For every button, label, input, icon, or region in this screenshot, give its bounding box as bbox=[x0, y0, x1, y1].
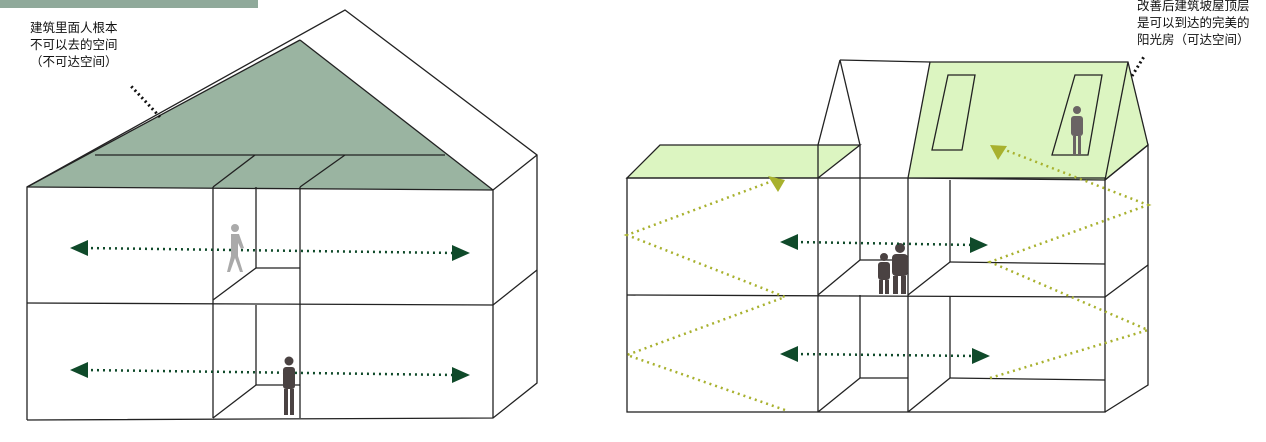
header-banner bbox=[0, 0, 258, 8]
label-line: 改善后建筑坡屋顶层 bbox=[1137, 0, 1250, 13]
arrow-right-icon bbox=[452, 367, 470, 383]
callout-leader bbox=[1130, 54, 1147, 77]
arrow-right-icon bbox=[972, 348, 990, 364]
arrow-left-icon bbox=[780, 234, 798, 250]
arrow-left-icon bbox=[70, 240, 88, 256]
left-rooftop-terrace bbox=[625, 144, 862, 179]
standing-person-icon bbox=[283, 356, 295, 415]
walking-person-icon bbox=[227, 224, 244, 272]
inaccessible-attic bbox=[27, 40, 493, 190]
arrow-right-icon bbox=[452, 245, 470, 261]
right-house bbox=[623, 54, 1152, 413]
elderly-couple-icon bbox=[878, 243, 908, 294]
label-line: 建筑里面人根本 bbox=[30, 20, 118, 35]
arrow-left-icon bbox=[780, 346, 798, 362]
zigzag-arrow-icon bbox=[768, 176, 785, 192]
arrow-right-icon bbox=[970, 237, 988, 253]
zigzag-arrow-icon bbox=[990, 145, 1007, 160]
label-line: 是可以到达的完美的 bbox=[1137, 15, 1250, 30]
inaccessible-space-label: 建筑里面人根本 不可以去的空间 （不可达空间） bbox=[30, 19, 118, 70]
label-line: （不可达空间） bbox=[30, 54, 118, 69]
accessible-sunroom bbox=[907, 61, 1149, 181]
accessible-space-label: 改善后建筑坡屋顶层 是可以到达的完美的 阳光房（可达空间） bbox=[1137, 0, 1250, 48]
left-house bbox=[26, 9, 538, 421]
arrow-left-icon bbox=[70, 362, 88, 378]
label-line: 阳光房（可达空间） bbox=[1137, 32, 1250, 47]
label-line: 不可以去的空间 bbox=[30, 37, 118, 52]
callout-leader bbox=[128, 83, 162, 119]
person-in-sunroom-icon bbox=[1071, 106, 1083, 155]
